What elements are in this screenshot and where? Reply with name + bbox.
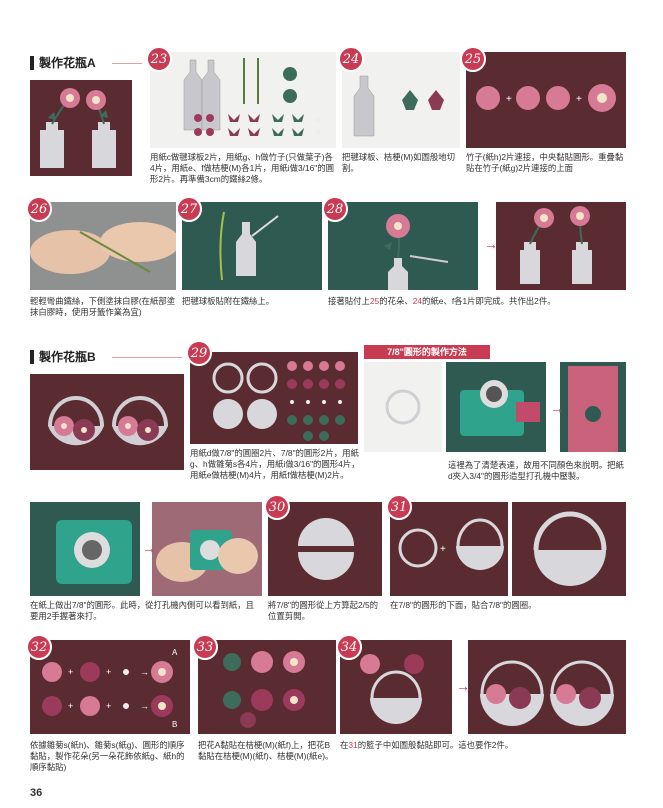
step-number: 32: [26, 634, 52, 660]
step-25-caption: 竹子(紙h)2片連接，中央黏貼圓形。重疊黏貼在竹子(紙g)2片連接的上面: [466, 152, 624, 173]
step-number: 31: [386, 494, 412, 520]
step-31-photo: +: [390, 502, 508, 596]
ring-photo: [364, 362, 442, 452]
step-24-photo: [342, 52, 460, 148]
punch-photo: [446, 362, 546, 452]
punched-paper-photo: [560, 362, 626, 452]
step-30-caption: 將7/8"的圓形從上方算起2/5的位置剪開。: [268, 600, 379, 621]
page-number: 36: [30, 787, 43, 799]
arrow-icon: →: [142, 540, 156, 556]
step-32-caption: 依據雛菊s(紙h)、雛菊s(紙g)、圓形的順序黏貼，製作花朵(另一朵花飾依紙g、…: [30, 740, 185, 772]
svg-text:+: +: [440, 544, 446, 555]
step-26-caption: 輕輕彎曲鐵絲，下側塗抹白膠(在紙部塗抹白膠時，使用牙籤作業為宜): [30, 296, 176, 317]
step-23-caption: 用紙c做毽球板2片，用紙g、h做竹子(只做葉子)各4片，用紙e、f做桔梗(M)各…: [150, 152, 334, 184]
step-number: 27: [176, 196, 202, 222]
vase-a-result-photo: [496, 202, 626, 290]
step-32-photo: + + → + + →: [30, 640, 190, 734]
label-b: B: [172, 720, 178, 729]
svg-text:+: +: [576, 94, 582, 105]
punch-hands-photo: [152, 502, 262, 596]
step-number: 26: [26, 196, 52, 222]
step-29-caption: 用紙d做7/8"的圓圈2片、7/8"的圓形2片，用紙g、h做雛菊s各4片，用紙i…: [190, 448, 360, 480]
step-number: 28: [322, 196, 348, 222]
step-24-caption: 把毽球板、桔梗(M)如圖般地切割。: [342, 152, 456, 173]
svg-text:+: +: [106, 667, 111, 677]
step-number: 23: [146, 46, 172, 72]
step-25-photo: ++: [466, 52, 626, 148]
punch-top-photo: [30, 502, 140, 596]
step-31-caption: 在7/8"的圓形的下面，貼合7/8"的圓圈。: [390, 600, 537, 610]
basket-photo: [512, 502, 626, 596]
step-34-photo: [340, 640, 452, 734]
title-rule: [112, 63, 142, 64]
step-28-photo: [328, 202, 478, 290]
circle-method-caption: 這裡為了清楚表達，故用不同顏色來說明。把紙d夾入3/4"的圓形造型打孔機中壓製。: [448, 460, 624, 481]
arrow-icon: →: [550, 400, 564, 416]
step-23-photo: [150, 52, 336, 148]
step-29-photo: [190, 352, 358, 444]
circle-method-tag: 7/8"圓形的製作方法: [364, 345, 490, 359]
label-a: A: [172, 648, 178, 657]
step-number: 34: [336, 634, 362, 660]
section-title-vase-a: 製作花瓶A: [30, 56, 96, 70]
step-34-caption: 在31的籃子中如圖般黏貼即可。這也要作2件。: [340, 740, 514, 750]
step-number: 30: [264, 494, 290, 520]
vase-b-photo: [30, 374, 184, 470]
step-number: 33: [192, 634, 218, 660]
step-number: 25: [460, 46, 486, 72]
svg-text:+: +: [68, 701, 73, 711]
step-28-caption: 接著貼付上25的花朵、24的紙e、f各1片即完成。共作出2件。: [328, 296, 556, 306]
step-number: 29: [186, 340, 212, 366]
svg-text:→: →: [140, 701, 149, 711]
step-27-caption: 把毽球板貼附在鐵絲上。: [182, 296, 275, 306]
step-33-photo: [198, 640, 336, 734]
svg-text:+: +: [68, 667, 73, 677]
title-rule: [112, 357, 182, 358]
circle-method2-caption: 在紙上做出7/8"的圓形。此時，從打孔機內側可以看到紙，且要用2手握著來打。: [30, 600, 254, 621]
section-title-vase-b: 製作花瓶B: [30, 350, 96, 364]
step-26-photo: [30, 202, 176, 290]
svg-text:→: →: [140, 667, 149, 677]
vase-b-result-photo: [468, 640, 626, 734]
arrow-icon: →: [456, 678, 470, 694]
svg-text:+: +: [506, 94, 512, 105]
svg-text:+: +: [106, 701, 111, 711]
step-33-caption: 把花A黏貼在桔梗(M)(紙f)上，把花B黏貼在桔梗(M)(紙f)、桔梗(M)(紙…: [198, 740, 334, 761]
step-30-photo: [268, 502, 382, 596]
arrow-icon: →: [484, 236, 498, 252]
vase-a-photo: [30, 80, 132, 176]
step-27-photo: [182, 202, 322, 290]
step-number: 24: [338, 46, 364, 72]
